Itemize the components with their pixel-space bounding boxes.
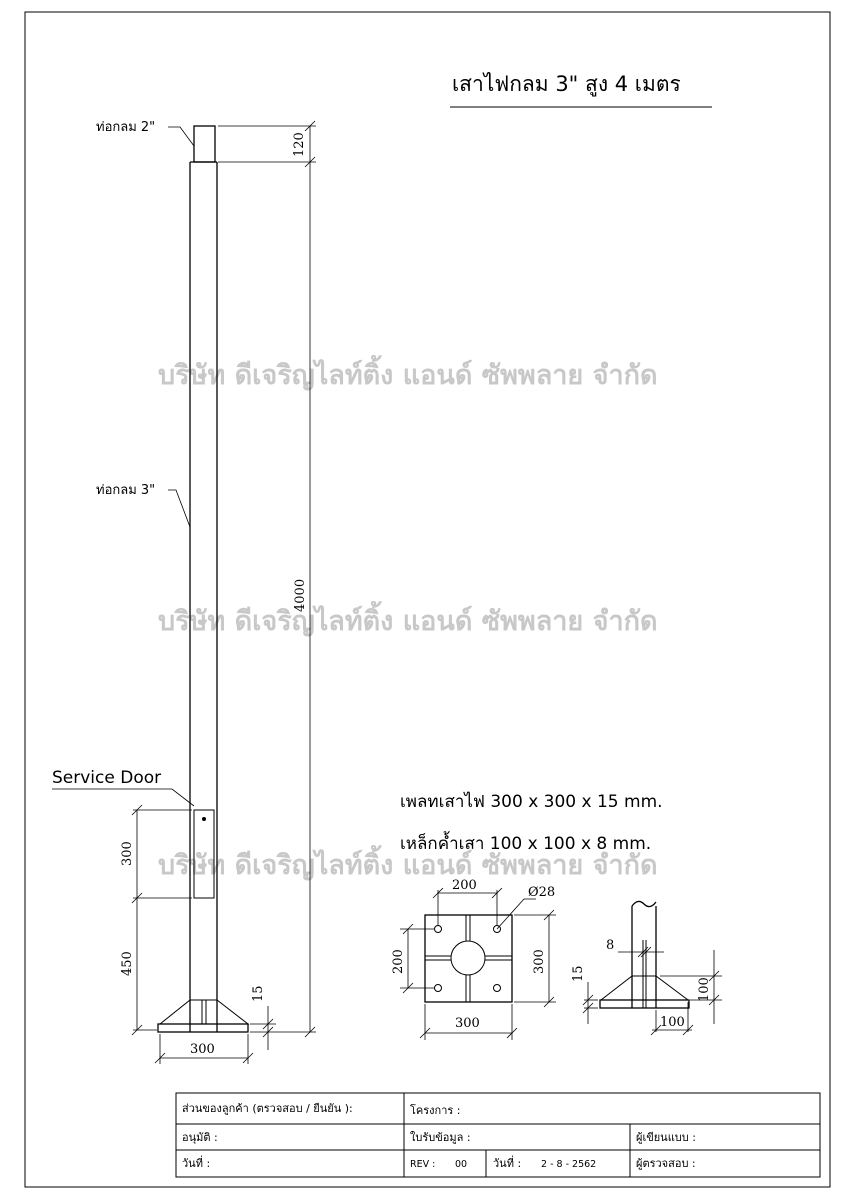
tb-rev-value: 00 [455, 1159, 467, 1170]
tb-info: ใบรับข้อมูล : [410, 1131, 471, 1144]
bolt-hole-tl [434, 925, 442, 933]
tb-date-left: วันที่ : [182, 1155, 210, 1170]
title-block [175, 1092, 821, 1178]
dim-plan-200-top: 200 [452, 878, 477, 893]
tb-project: โครงการ : [410, 1103, 461, 1117]
bolt-hole-bl [434, 984, 442, 992]
side-gusset [599, 975, 690, 1001]
dim-hole-dia: Ø28 [528, 885, 555, 900]
label-pipe-3in: ท่อกลม 3" [96, 483, 155, 498]
tb-customer: ส่วนของลูกค้า (ตรวจสอบ / ยืนยัน ): [182, 1102, 353, 1115]
pipe-break [631, 900, 657, 908]
drawing-frame [24, 11, 831, 1188]
base-gusset [158, 999, 250, 1025]
dim-120: 120 [292, 132, 307, 157]
dim-base-300: 300 [190, 1042, 215, 1057]
leader-pipe-3in [168, 489, 191, 528]
dim-4000: 4000 [293, 579, 308, 612]
watermark-3: บริษัท ดีเจริญไลท์ติ้ง แอนด์ ซัพพลาย จำก… [158, 844, 658, 881]
side-base-plate [599, 999, 690, 1009]
plate-outline [424, 914, 513, 1003]
top-pipe [193, 125, 216, 163]
leader-service-door [52, 788, 195, 807]
dim-side-100-v: 100 [697, 977, 712, 1002]
dim-side-100-h: 100 [660, 1015, 685, 1030]
dim-450: 450 [120, 951, 135, 976]
pole-elevation [157, 125, 250, 1033]
door-lock [202, 817, 206, 821]
dim-plan-300-side: 300 [532, 949, 547, 974]
dim-door-300: 300 [120, 841, 135, 866]
dim-15: 15 [251, 985, 266, 1002]
base-plate-plan [424, 914, 513, 1003]
bolt-hole-br [493, 984, 501, 992]
tb-drawn: ผู้เขียนแบบ : [636, 1131, 696, 1144]
dim-plan-300-bottom: 300 [455, 1016, 480, 1031]
dim-plan-200-side: 200 [391, 949, 406, 974]
tb-approve: อนุมัติ : [182, 1131, 218, 1144]
tb-rev-label: REV : [410, 1159, 435, 1170]
leader-hole [496, 898, 536, 930]
watermark-1: บริษัท ดีเจริญไลท์ติ้ง แอนด์ ซัพพลาย จำก… [158, 354, 658, 391]
bolt-hole-tr [493, 925, 501, 933]
spec-gusset: เหล็กค้ำเสา 100 x 100 x 8 mm. [400, 831, 651, 854]
label-pipe-2in: ท่อกลม 2" [96, 120, 155, 135]
watermark-2: บริษัท ดีเจริญไลท์ติ้ง แอนด์ ซัพพลาย จำก… [158, 600, 658, 637]
center-hole [450, 940, 486, 976]
dim-side-8: 8 [606, 938, 614, 953]
leader-pipe-2in [168, 126, 195, 147]
tb-checked: ผู้ตรวจสอบ : [636, 1157, 696, 1170]
service-door [193, 809, 215, 899]
base-side-detail [599, 900, 690, 1009]
dim-side-15: 15 [571, 965, 586, 982]
tb-date-value: 2 - 8 - 2562 [541, 1159, 596, 1170]
drawing-title: เสาไฟกลม 3" สูง 4 เมตร [452, 72, 681, 97]
extension-lines [133, 125, 316, 1064]
spec-base-plate: เพลทเสาไฟ 300 x 300 x 15 mm. [400, 791, 663, 812]
label-service-door: Service Door [52, 768, 161, 788]
base-plate [157, 1023, 249, 1033]
tb-date-label: วันที่ : [493, 1155, 521, 1170]
